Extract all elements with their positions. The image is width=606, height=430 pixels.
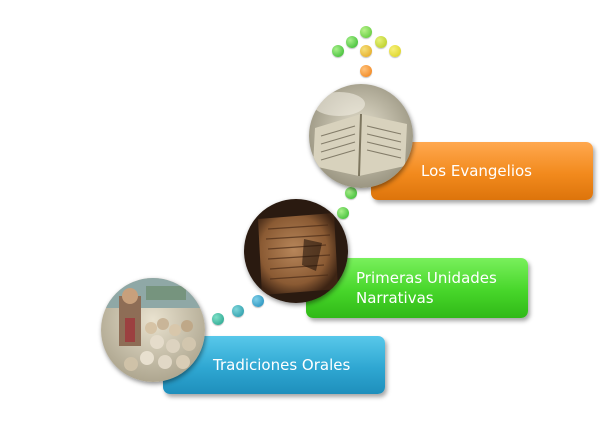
top-connector-dot [360, 65, 372, 77]
step-label: Tradiciones Orales [213, 356, 351, 374]
step-label: Los Evangelios [421, 162, 532, 180]
top-connector-dot [360, 26, 372, 38]
top-connector-dot [360, 45, 372, 57]
top-connector-dot [389, 45, 401, 57]
ancient-papyrus-image [244, 199, 348, 303]
crowd-painting-image [101, 278, 205, 382]
step-label-line1: Primeras Unidades [356, 269, 497, 287]
connector-dot [212, 313, 224, 325]
top-connector-dot [332, 45, 344, 57]
top-connector-dot [375, 36, 387, 48]
connector-dot [345, 187, 357, 199]
open-book-image [309, 84, 413, 188]
step-label-line2: Narrativas [356, 289, 434, 307]
top-connector-dot [346, 36, 358, 48]
connector-dot [232, 305, 244, 317]
connector-dot [337, 207, 349, 219]
